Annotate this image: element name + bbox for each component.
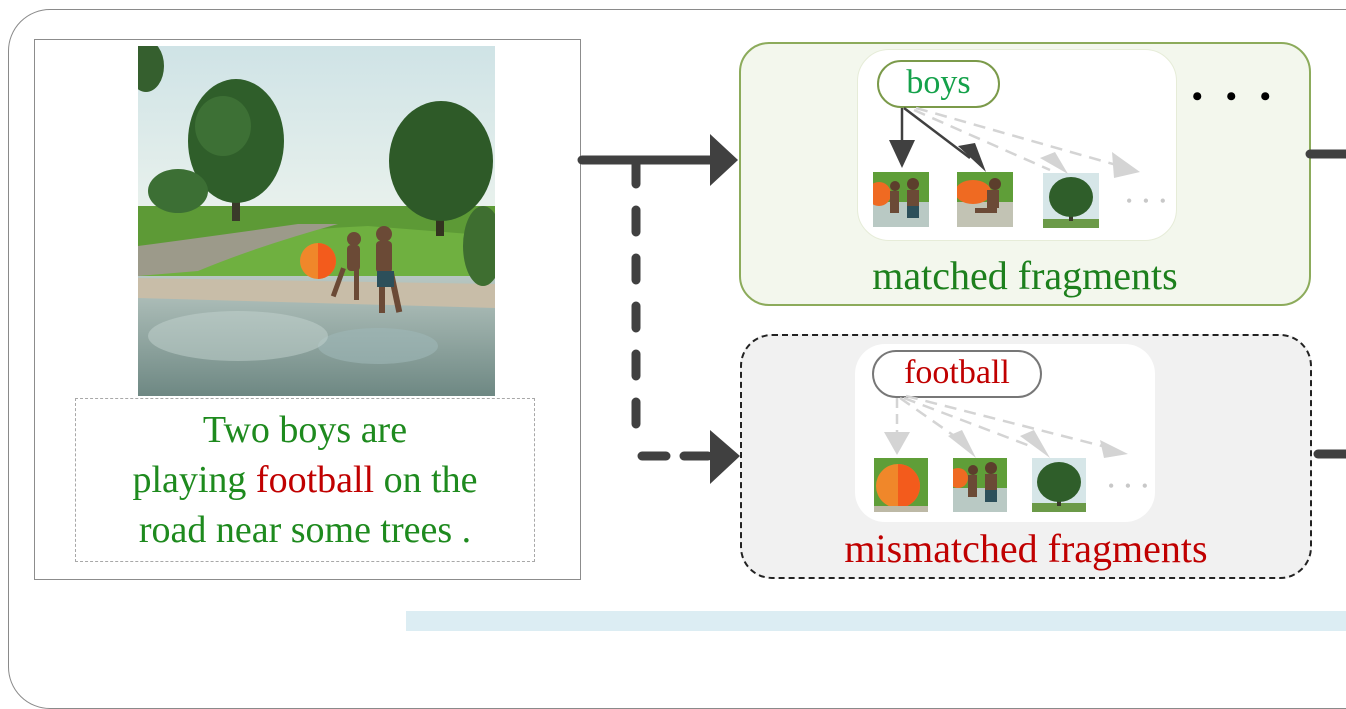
caption-line-3: road near some trees .: [138, 509, 472, 551]
thumb-tree: [1043, 173, 1099, 228]
boys-attention-arrows: [889, 106, 1140, 178]
tree-thumb-icon: [1043, 173, 1099, 228]
more-ellipsis: • • •: [1192, 80, 1279, 113]
word-pill-football: football: [872, 350, 1042, 398]
thumb-ellipsis: • • •: [1126, 191, 1169, 211]
caption-line-2: playing football on the: [76, 455, 534, 505]
thumb-tree: [1032, 458, 1086, 512]
input-photo: [138, 46, 495, 396]
thumb-ball: [874, 458, 928, 512]
caption-line-1: Two boys are: [202, 409, 408, 451]
thumb-ellipsis: • • •: [1108, 476, 1151, 496]
caption-mismatch-word: football: [255, 459, 375, 501]
photo-scene-icon: [138, 46, 495, 396]
matched-fragments-title: matched fragments: [872, 253, 1178, 298]
arrow-to-matched: [577, 134, 738, 186]
football-attention-arrows: [884, 394, 1128, 458]
thumb-two-boys: [873, 172, 929, 227]
arrows-overlay: [577, 106, 1346, 484]
arrow-to-mismatched: [631, 157, 740, 484]
mismatched-fragments-title: mismatched fragments: [844, 526, 1208, 571]
caption-text: on the: [374, 459, 478, 501]
ball-thumb-icon: [874, 458, 928, 512]
thumb-boy: [957, 172, 1013, 227]
caption-box: Two boys are playing football on the roa…: [75, 398, 535, 562]
boy-thumb-icon: [957, 172, 1013, 227]
tree-thumb-icon: [1032, 458, 1086, 512]
caption-text: playing: [132, 459, 256, 501]
two-boys-thumb-icon: [873, 172, 929, 227]
bottom-panel-band: [406, 611, 1346, 631]
word-pill-boys: boys: [877, 60, 1000, 108]
thumb-two-boys: [953, 458, 1007, 512]
two-boys-thumb-icon: [953, 458, 1007, 512]
